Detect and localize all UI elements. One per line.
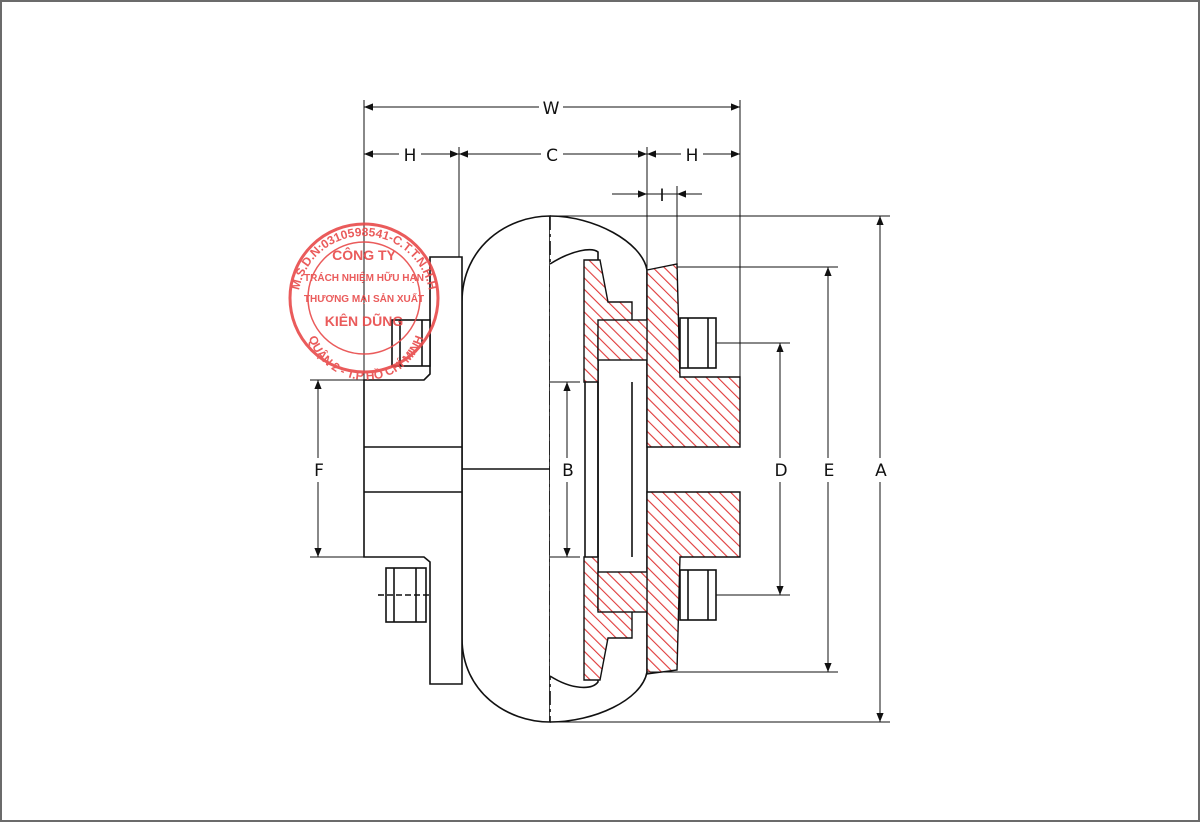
label-h-right: H [686, 146, 699, 166]
hatched-sections [583, 259, 741, 681]
label-b: B [562, 461, 574, 481]
dimension-labels: W H C H I A E D B F [310, 96, 890, 482]
label-a: A [875, 461, 887, 481]
right-bolt-top [679, 317, 717, 369]
stamp-line2: TRÁCH NHIỆM HỮU HẠN [304, 271, 424, 284]
right-bolt-bottom [679, 569, 717, 621]
label-d: D [774, 461, 787, 481]
label-i: I [659, 186, 664, 206]
label-w: W [543, 99, 560, 119]
stamp-line4: KIÊN DŨNG [325, 312, 404, 329]
label-f: F [314, 461, 324, 481]
right-bolts [679, 317, 717, 621]
right-hub-bottom [646, 491, 741, 675]
left-flange [363, 256, 463, 685]
stamp-line3: THƯƠNG MẠI SẢN XUẤT [304, 292, 424, 305]
stamp-line1: CÔNG TY [332, 246, 396, 263]
label-h-left: H [404, 146, 417, 166]
label-e: E [824, 461, 835, 481]
label-c: C [546, 146, 558, 166]
